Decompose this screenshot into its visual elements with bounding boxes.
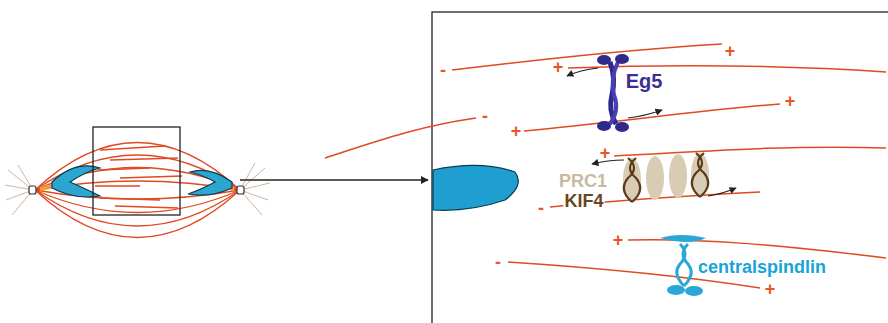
microtubule [325,44,886,288]
minus-end: - [537,199,545,217]
minus-end: - [439,61,447,79]
plus-end: + [612,231,625,249]
plus-end: + [599,144,612,162]
chromosome [433,165,518,210]
zoom-pointer [240,179,428,180]
plus-end: + [784,92,797,110]
minus-end: - [494,253,502,271]
plus-end: - [481,107,489,125]
motor-name: Eg5 [625,71,664,91]
protein-name: KIF4 [563,192,604,210]
chromosome [52,166,232,197]
inset-frame [432,12,888,323]
protein-name: centralspindlin [697,258,827,276]
protein-name: PRC1 [558,172,608,190]
minus-end: + [510,122,523,140]
zoom-box [93,127,180,215]
eg5-motor [567,54,662,132]
prc1-kif4 [592,153,736,202]
plus-end: + [724,42,737,60]
plus-end: + [552,58,565,76]
plus-end: + [764,280,777,298]
spindle-microtubules [35,143,240,238]
